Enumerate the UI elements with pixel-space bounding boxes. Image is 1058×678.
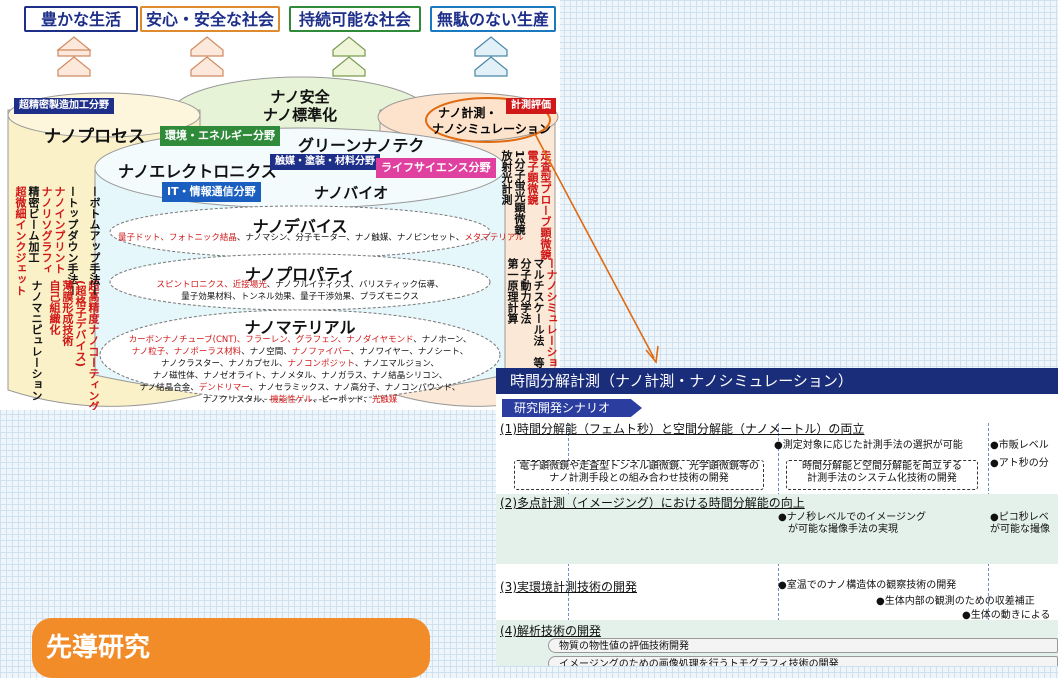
nano-safety-label: ナノ安全 [270, 88, 330, 106]
left-col-red-5: (超格子デバイス) [74, 280, 87, 368]
goal-sustainable-society: 持続可能な社会 [289, 6, 421, 32]
bullet-1a: ●測定対象に応じた計測手法の選択が可能 [774, 440, 963, 451]
section-2-band [496, 494, 1058, 564]
left-col-red-0: 超微細インクジェット [14, 186, 27, 296]
bullet-3b: ●生体内部の観測のための収差補正 [876, 596, 1035, 607]
right-col-blk-3: 分子動力学法 [519, 258, 532, 324]
left-col-head-1: ートップダウン手法ー [66, 186, 79, 296]
left-col-blk-1: ナノマニピュレーション [30, 280, 43, 401]
right-col-blk-0: 放射光計測 [500, 150, 513, 205]
nano-process-label: ナノプロセス [44, 127, 146, 147]
material-field-tag: 触媒・塗装・材料分野 [270, 154, 380, 170]
bullet-2b: が可能な撮像手法の実現 [788, 524, 898, 535]
heading-3: (3)実環境計測技術の開発 [500, 580, 637, 594]
left-col-blk-0: 精密ビーム加工 [27, 186, 40, 263]
measure-label-2: ナノシミュレーション [432, 122, 551, 136]
env-energy-tag: 環境・エネルギー分野 [160, 126, 280, 146]
left-col-red-3: 自己組織化 [48, 280, 61, 335]
left-col-red-1: ナノリソグラフィ [40, 186, 53, 274]
left-col-red-4: 薄膜形成技術 [61, 280, 74, 346]
nano-property-label: ナノプロパティ [244, 265, 356, 284]
task-box-2-line1: 時間分解能と空間分解能を両立する [802, 461, 962, 472]
left-col-red-2: ナノインプリント [53, 186, 66, 274]
right-col-blk-1: 1分子蛍光顕微鏡 [513, 150, 526, 235]
right-col-blk-2: 第一原理計算 [506, 258, 519, 324]
nano-material-items-6: ナノクリスタル、機能性ゲル、ピーポッド、光触媒 [202, 395, 398, 405]
right-col-blk-4: マルチスケール法 等 [532, 258, 545, 368]
goal-rich-life: 豊かな生活 [24, 6, 138, 32]
it-tag: IT・情報通信分野 [162, 182, 261, 202]
roadmap-panel: 時間分解計測（ナノ計測・ナノシミュレーション） 研究開発シナリオ (1)時間分解… [496, 368, 1058, 666]
life-science-tag: ライフサイエンス分野 [376, 158, 496, 178]
bullet-1c: ●アト秒の分 [990, 458, 1049, 469]
task-box-1-line2: ナノ計測手段との組み合わせ技術の開発 [549, 473, 729, 484]
bullet-3c: ●生体の動きによる [962, 610, 1051, 621]
task-box-1: 電子顕微鏡や走査型トンネル顕微鏡、光学顕微鏡等の ナノ計測手段との組み合わせ技術… [514, 460, 764, 490]
nano-device-label: ナノデバイス [252, 217, 348, 236]
nano-material-items-1: カーボンナノチューブ(CNT)、フラーレン、グラフェン、ナノダイヤモンド、ナノホ… [128, 335, 472, 345]
nano-material-items-5: ナノ結晶合金、デンドリマー、ナノセラミックス、ナノ高分子、ナノコンパウンド、 [139, 383, 461, 393]
nano-device-items: 量子ドット、フォトニック結晶、ナノマシン、分子モーター、ナノ触媒、ナノピンセット… [118, 233, 524, 243]
task-box-1-line1: 電子顕微鏡や走査型トンネル顕微鏡、光学顕微鏡等の [519, 461, 759, 472]
heading-4: (4)解析技術の開発 [500, 624, 601, 638]
nano-property-items-1: スピントロニクス、近接場光、ナノフルイディクス、バリスティック伝導、 [156, 280, 444, 290]
bullet-3a: ●室温でのナノ構造体の観察技術の開発 [778, 580, 957, 591]
bullet-2a: ●ナノ秒レベルでのイメージング [778, 512, 927, 523]
diagram-shapes [7, 36, 559, 407]
right-col-red-2: ーナノシミュレーションー [545, 258, 558, 390]
nano-electronics-label: ナノエレクトロニクス [118, 162, 277, 181]
panel-title: 時間分解計測（ナノ計測・ナノシミュレーション） [496, 368, 1058, 394]
nano-material-items-3: ナノクラスター、ナノカプセル、ナノコンポジット、ナノエマルジョン、 [161, 359, 439, 369]
task-box-2: 時間分解能と空間分解能を両立する 計測手法のシステム化技術の開発 [786, 460, 978, 490]
measure-label-1: ナノ計測・ [438, 106, 498, 120]
task-bar-2: イメージングのための画像処理を行うトモグラフィ技術の開発 [548, 656, 1058, 666]
scenario-tag: 研究開発シナリオ [502, 399, 642, 417]
nano-material-items-4: ナノ磁性体、ナノゼオライト、ナノメタル、ナノガラス、ナノ結晶シリコン、 [152, 371, 448, 381]
right-col-red-1: 走査型プローブ顕微鏡 [539, 150, 552, 260]
bullet-1b: ●市販レベル [990, 440, 1049, 451]
heading-2: (2)多点計測（イメージング）における時間分解能の向上 [500, 496, 805, 510]
task-box-2-line2: 計測手法のシステム化技術の開発 [807, 473, 957, 484]
measure-tag: 計測評価 [506, 98, 556, 114]
nano-standard-label: ナノ標準化 [262, 106, 338, 124]
goal-arrows [56, 36, 224, 77]
green-nanotech-label: グリーンナノテク [298, 136, 425, 155]
highlight-ellipse [425, 97, 551, 143]
task-bar-1: 物質の物性値の評価技術開発 [548, 638, 1058, 653]
nanotech-diagram: 豊かな生活 安心・安全な社会 持続可能な社会 無駄のない生産 ナノ安全 ナノ標準… [0, 0, 560, 410]
nano-property-items-2: 量子効果材料、トンネル効果、量子干渉効果、プラズモニクス [181, 292, 419, 302]
material-ellipse [99, 309, 501, 401]
left-col-head-2: ーボトムアップ手法ー [88, 186, 101, 296]
left-col-red-6: 超高精度ナノコーティング [87, 280, 100, 410]
heading-1: (1)時間分解能（フェムト秒）と空間分解能（ナノメートル）の両立 [500, 422, 865, 436]
goal-safe-society: 安心・安全な社会 [140, 6, 280, 32]
nano-material-label: ナノマテリアル [244, 318, 356, 337]
nano-material-items-2: ナノ粒子、ナノポーラス材料、ナノ空間、ナノファイバー、ナノワイヤー、ナノシート、 [131, 347, 469, 357]
bullet-2c: ●ピコ秒レベ [990, 512, 1049, 523]
nano-bio-label: ナノバイオ [314, 184, 389, 202]
process-tag: 超精密製造加工分野 [14, 98, 114, 114]
bullet-2d: が可能な撮像 [990, 524, 1050, 535]
goal-efficient-production: 無駄のない生産 [430, 6, 556, 32]
leading-research-badge: 先導研究 [32, 618, 430, 678]
right-col-red-0: 電子顕微鏡 [526, 150, 539, 205]
